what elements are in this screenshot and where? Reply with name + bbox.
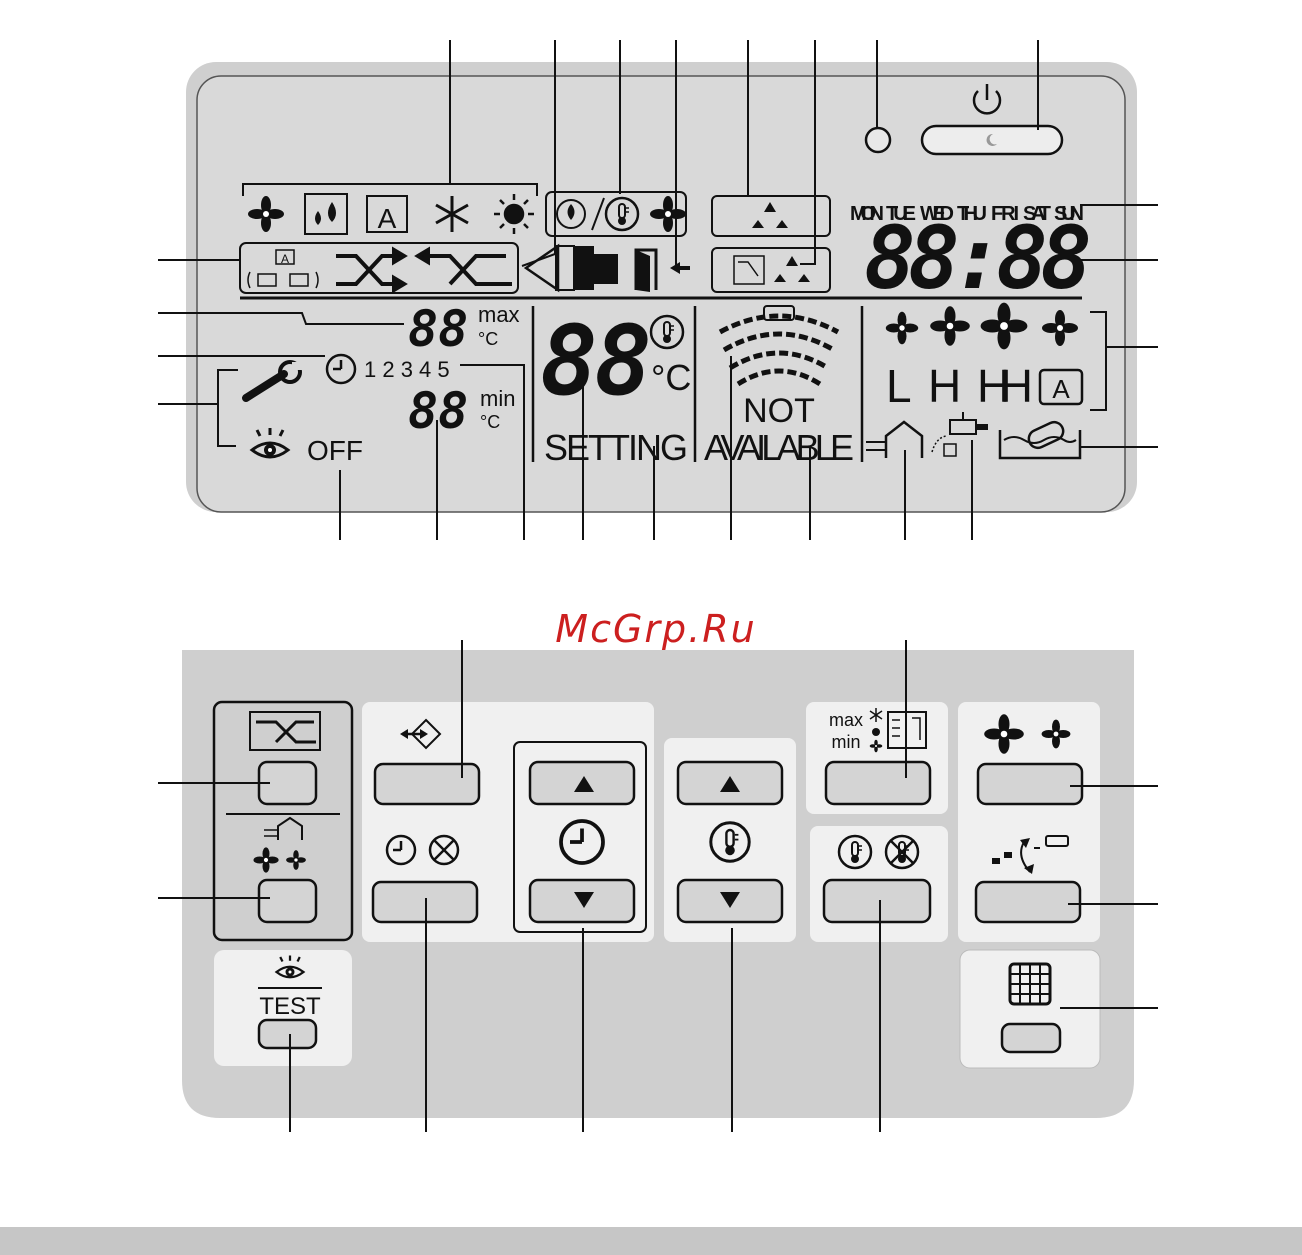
footer-bar <box>0 1227 1302 1255</box>
fan-speed-low: L <box>886 360 912 412</box>
temp-min-unit: °C <box>480 412 500 432</box>
ventilation-amount-button[interactable] <box>259 880 316 922</box>
watermark: McGrp.Ru <box>555 607 756 651</box>
program-numbers: 1 2 3 4 5 <box>364 357 450 382</box>
setpoint-digits: 88 <box>540 305 652 417</box>
setpoint-unit: °C <box>651 357 691 398</box>
on-off-button[interactable] <box>922 126 1062 154</box>
fan-speed-button[interactable] <box>978 764 1082 804</box>
button-panel: TEST max min <box>182 650 1134 1118</box>
svg-text:A: A <box>1052 374 1070 404</box>
temp-max-unit: °C <box>478 329 498 349</box>
max-min-button[interactable] <box>826 762 930 804</box>
fan-speed-highhigh: HH <box>977 360 1033 412</box>
temp-min-digits: 88 <box>408 382 468 440</box>
operation-lamp <box>866 128 890 152</box>
airflow-direction-button[interactable] <box>976 882 1080 922</box>
filter-reset-button[interactable] <box>1002 1024 1060 1052</box>
lcd-display-panel: A A <box>186 40 1137 512</box>
inspection-test-button[interactable] <box>259 1020 316 1048</box>
sun-icon <box>494 194 534 234</box>
sun-icon <box>872 728 880 736</box>
temp-min-label: min <box>480 386 515 411</box>
svg-text:A: A <box>281 252 289 266</box>
fan-speed-high: H <box>928 360 961 412</box>
min-label: min <box>831 732 860 752</box>
test-label: TEST <box>259 993 321 1020</box>
auto-mode-letter: A <box>378 203 397 234</box>
temp-max-label: max <box>478 302 520 327</box>
not-label: NOT <box>743 392 815 430</box>
temp-max-digits: 88 <box>408 300 468 358</box>
max-label: max <box>829 710 863 730</box>
setting-label: SETTING <box>544 427 688 468</box>
off-label: OFF <box>307 435 363 466</box>
clock-display: 88:88 <box>864 209 1092 309</box>
setpoint-lock-button[interactable] <box>824 880 930 922</box>
program-select-button[interactable] <box>375 764 479 804</box>
available-label: AVAILABLE <box>704 427 854 468</box>
